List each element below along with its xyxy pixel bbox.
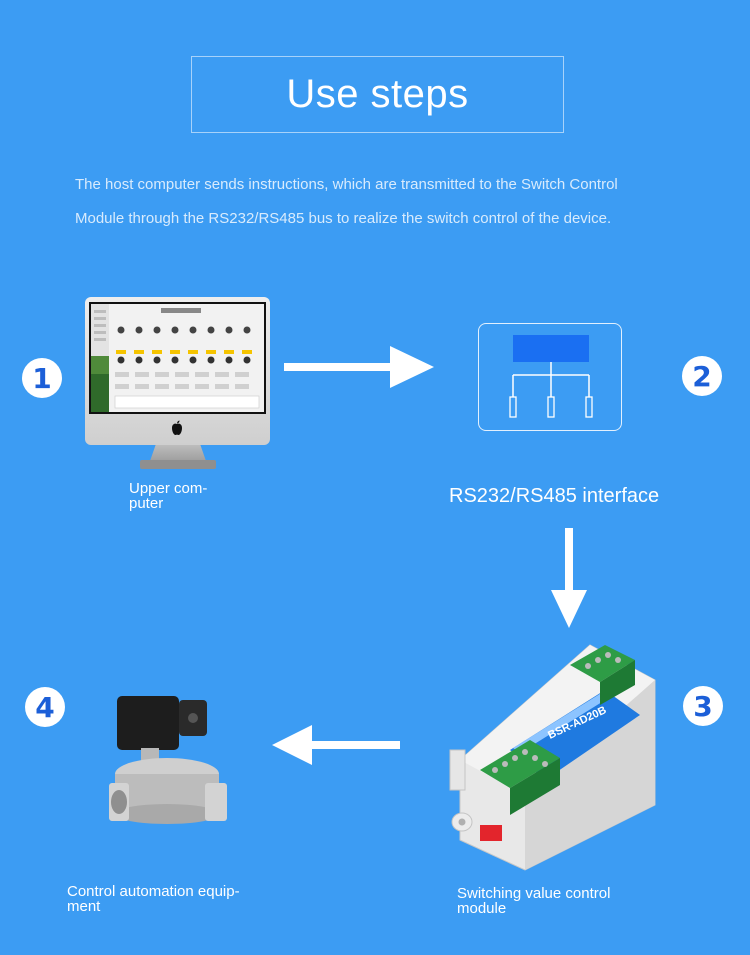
intro-line-1: The host computer sends instructions, wh… — [75, 176, 618, 193]
arrow-down-icon — [551, 528, 587, 628]
step-1-caption: Upper com- puter — [129, 481, 207, 511]
arrow-left-icon — [272, 725, 400, 765]
apple-logo-icon — [172, 420, 182, 435]
monitor-screen — [89, 302, 266, 414]
step-4-badge: 4 — [25, 687, 65, 727]
step-3-caption: Switching value control module — [457, 886, 610, 916]
intro-line-2: Module through the RS232/RS485 bus to re… — [75, 210, 612, 227]
step-4-caption-line-2: ment — [67, 898, 101, 915]
step-3-caption-line-2: module — [457, 900, 507, 917]
monitor-stand-foot — [140, 460, 216, 469]
interface-diagram-box — [478, 323, 622, 431]
step-3-number: 3 — [693, 689, 713, 723]
control-panel-screenshot — [91, 304, 264, 412]
step-1-caption-line-1: Upper com- — [129, 480, 208, 497]
solenoid-valve-illustration — [109, 696, 227, 824]
page-title: Use steps — [286, 72, 469, 116]
bus-interface-icon — [509, 335, 593, 418]
step-4-number: 4 — [35, 690, 55, 724]
arrow-right-icon — [284, 346, 434, 388]
title-box: Use steps — [191, 56, 564, 133]
step-1-number: 1 — [32, 361, 52, 395]
step-1-badge: 1 — [22, 358, 62, 398]
step-3-caption-line-1: Switching value control — [457, 885, 611, 902]
step-1-caption-line-2: puter — [129, 495, 164, 512]
monitor-stand-neck — [150, 445, 206, 461]
step-2-caption: RS232/RS485 interface — [449, 485, 660, 507]
step-4-caption: Control automation equip- ment — [67, 884, 240, 914]
intro-text: The host computer sends instructions, wh… — [75, 168, 675, 236]
step-2-number: 2 — [692, 359, 712, 393]
switch-module-illustration: BSR-AD20B — [449, 644, 656, 871]
step-2-badge: 2 — [682, 356, 722, 396]
step-4-caption-line-1: Control automation equip- — [67, 883, 240, 900]
step-3-badge: 3 — [683, 686, 723, 726]
